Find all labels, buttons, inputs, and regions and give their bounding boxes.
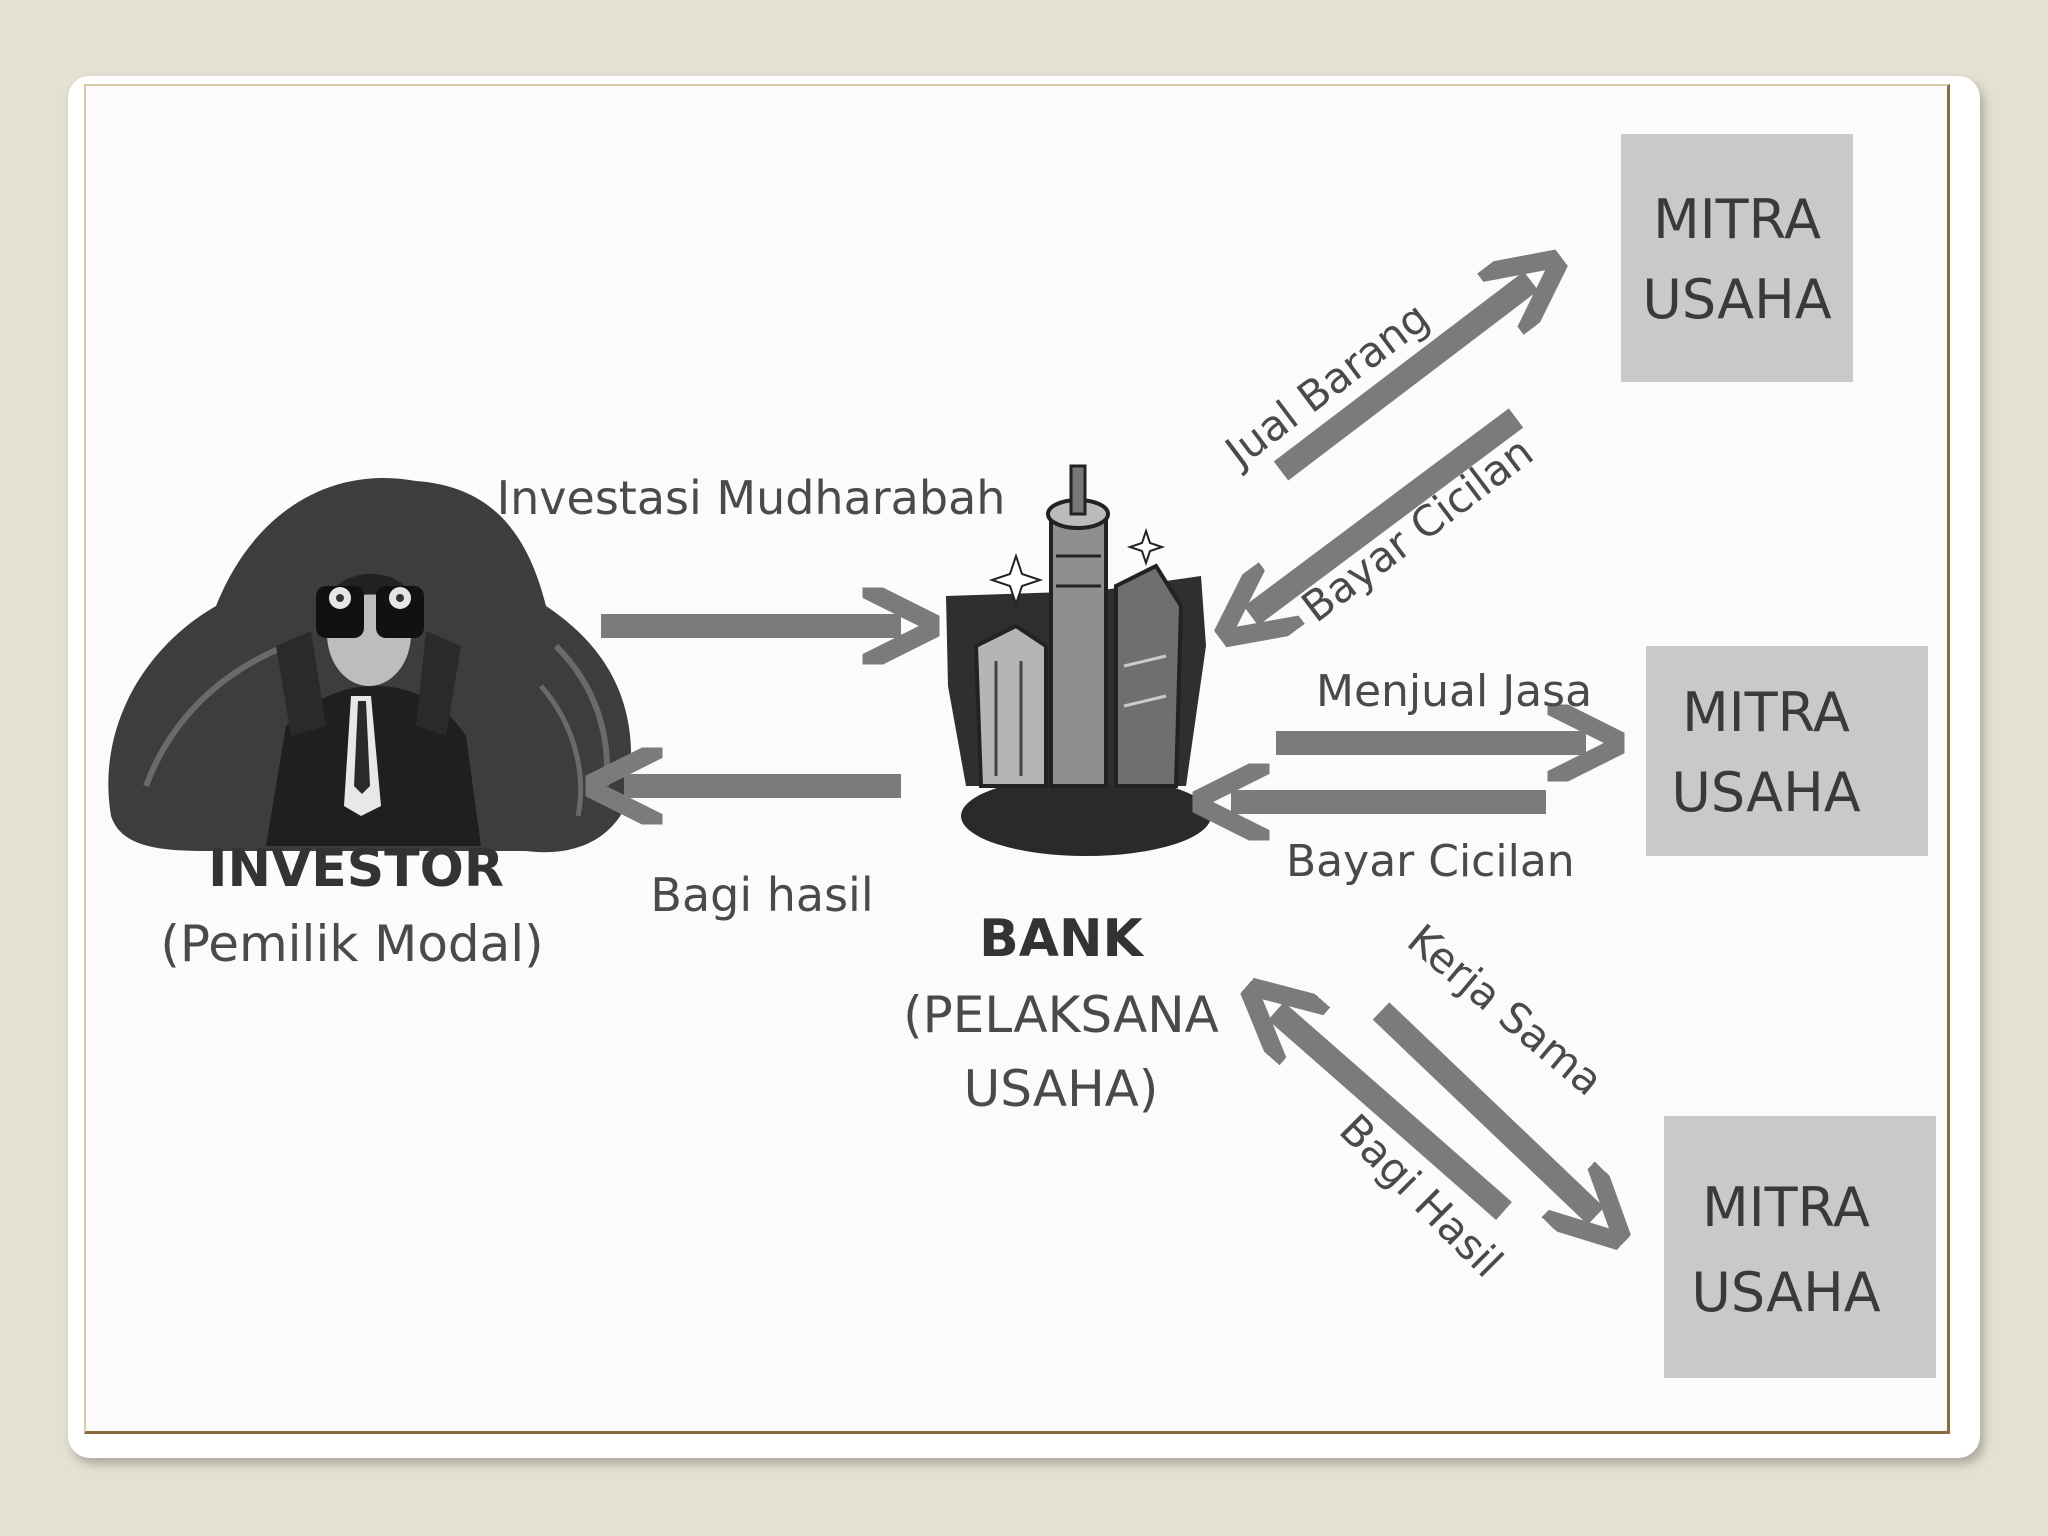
- partner-2-line2: USAHA: [1671, 761, 1860, 824]
- investor-subtitle: (Pemilik Modal): [160, 915, 543, 973]
- label-investasi-mudharabah: Investasi Mudharabah: [497, 471, 1006, 525]
- partner-box-1: MITRA USAHA: [1621, 134, 1853, 382]
- bank-title: BANK: [979, 909, 1144, 969]
- diagram-picture: INVESTOR (Pemilik Modal) BANK (PELAKSA: [84, 84, 1950, 1434]
- partner-1-line1: MITRA: [1653, 188, 1821, 251]
- label-kerja-sama: Kerja Sama: [1398, 915, 1612, 1106]
- bank-buildings-illustration: [946, 464, 1211, 856]
- arrow-bayar-cicilan-1: [1251, 408, 1524, 616]
- partner-box-3: MITRA USAHA: [1664, 1116, 1936, 1378]
- bank-subtitle-line2: USAHA): [964, 1060, 1159, 1118]
- partner-2-line1: MITRA: [1682, 681, 1850, 744]
- bank-subtitle-line1: (PELAKSANA: [903, 986, 1219, 1044]
- investor-title: INVESTOR: [208, 839, 504, 899]
- mudharabah-diagram: INVESTOR (Pemilik Modal) BANK (PELAKSA: [108, 134, 1936, 1378]
- partner-3-line2: USAHA: [1691, 1261, 1880, 1324]
- flow-arrows: [601, 281, 1596, 1216]
- arrow-jual-barang: [1273, 281, 1531, 481]
- label-menjual-jasa: Menjual Jasa: [1316, 666, 1592, 717]
- arrow-bagi-hasil-mitra: [1276, 1011, 1512, 1221]
- label-bayar-cicilan-1: Bayar Cicilan: [1292, 427, 1542, 632]
- partner-box-2: MITRA USAHA: [1646, 646, 1928, 856]
- label-bagi-hasil-investor: Bagi hasil: [650, 868, 873, 922]
- investor-illustration: [108, 477, 632, 853]
- arrow-kerja-sama: [1372, 1002, 1596, 1216]
- label-bayar-cicilan-2: Bayar Cicilan: [1286, 836, 1575, 887]
- partner-3-line1: MITRA: [1702, 1176, 1870, 1239]
- partner-1-line2: USAHA: [1642, 268, 1831, 331]
